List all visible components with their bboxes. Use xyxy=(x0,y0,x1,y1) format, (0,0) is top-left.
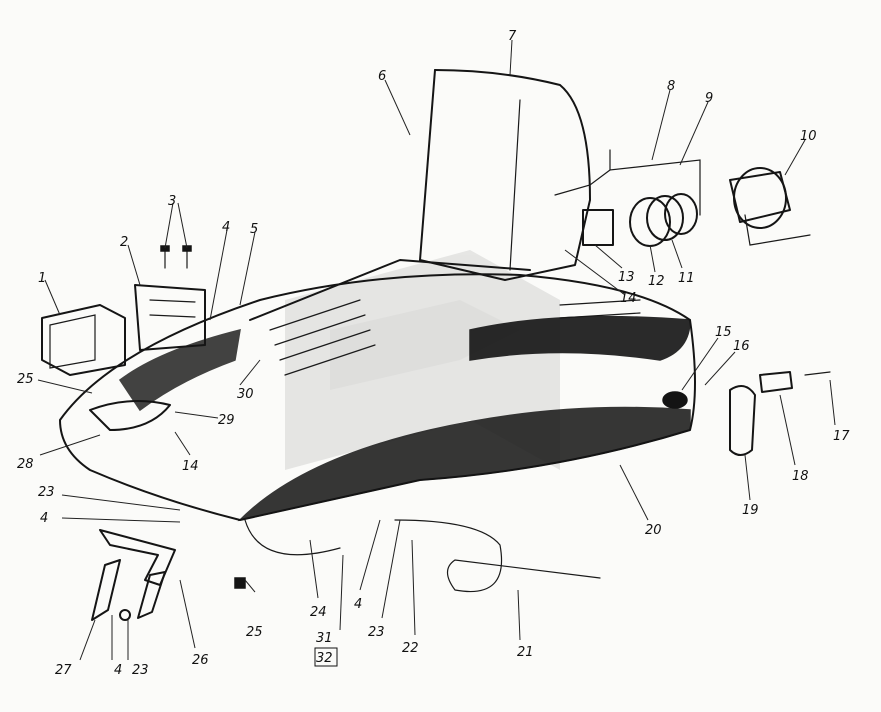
callout-15: 15 xyxy=(715,325,732,340)
lower-brackets xyxy=(91,529,246,621)
callout-8: 8 xyxy=(667,79,675,94)
callout-23-left: 23 xyxy=(38,485,55,500)
callout-26: 26 xyxy=(192,653,209,668)
hood-body xyxy=(59,259,696,522)
callout-19: 19 xyxy=(742,503,759,518)
callout-3: 3 xyxy=(168,194,176,209)
callout-31: 31 xyxy=(316,631,333,646)
callout-16: 16 xyxy=(733,339,750,354)
watermark-chevron xyxy=(285,250,560,470)
callout-7: 7 xyxy=(508,29,517,44)
callout-30: 30 xyxy=(237,387,254,402)
callout-32: 32 xyxy=(316,651,333,666)
callout-9: 9 xyxy=(705,91,713,106)
callout-27: 27 xyxy=(55,663,72,678)
callout-20: 20 xyxy=(645,523,662,538)
callout-25-upper: 25 xyxy=(17,372,34,387)
callout-21: 21 xyxy=(517,645,534,660)
callout-14-left: 14 xyxy=(182,459,199,474)
callout-6: 6 xyxy=(378,69,386,84)
callout-11: 11 xyxy=(678,271,695,286)
callout-12: 12 xyxy=(648,274,665,289)
callout-23-center: 23 xyxy=(368,625,385,640)
speedometer-parts xyxy=(554,149,811,247)
callout-13: 13 xyxy=(618,270,635,285)
callout-29: 29 xyxy=(218,413,235,428)
callout-labels: 1 2 3 4 5 6 7 8 9 10 11 12 13 14 15 16 1… xyxy=(17,29,850,678)
headlight xyxy=(41,304,126,376)
windshield xyxy=(419,69,591,281)
callout-24: 24 xyxy=(310,605,327,620)
callout-10: 10 xyxy=(800,129,817,144)
callout-5: 5 xyxy=(250,222,258,237)
callout-23-lower: 23 xyxy=(132,663,149,678)
callout-14: 14 xyxy=(620,291,637,306)
bolts-pair xyxy=(160,245,192,269)
grip-parts xyxy=(729,371,831,456)
callout-18: 18 xyxy=(792,469,809,484)
callout-17: 17 xyxy=(833,429,850,444)
callout-4: 4 xyxy=(222,220,230,235)
headlight-bracket xyxy=(134,284,206,351)
callout-22: 22 xyxy=(402,641,419,656)
callout-2: 2 xyxy=(120,235,128,250)
callout-4-center: 4 xyxy=(354,597,362,612)
callout-28: 28 xyxy=(17,457,34,472)
callout-4-left: 4 xyxy=(40,511,48,526)
callout-4-lower: 4 xyxy=(114,663,122,678)
callout-1: 1 xyxy=(38,271,46,286)
cables xyxy=(244,519,601,592)
leader-lines xyxy=(37,39,836,661)
callout-25-lower: 25 xyxy=(246,625,263,640)
callout-32-box xyxy=(314,647,338,667)
